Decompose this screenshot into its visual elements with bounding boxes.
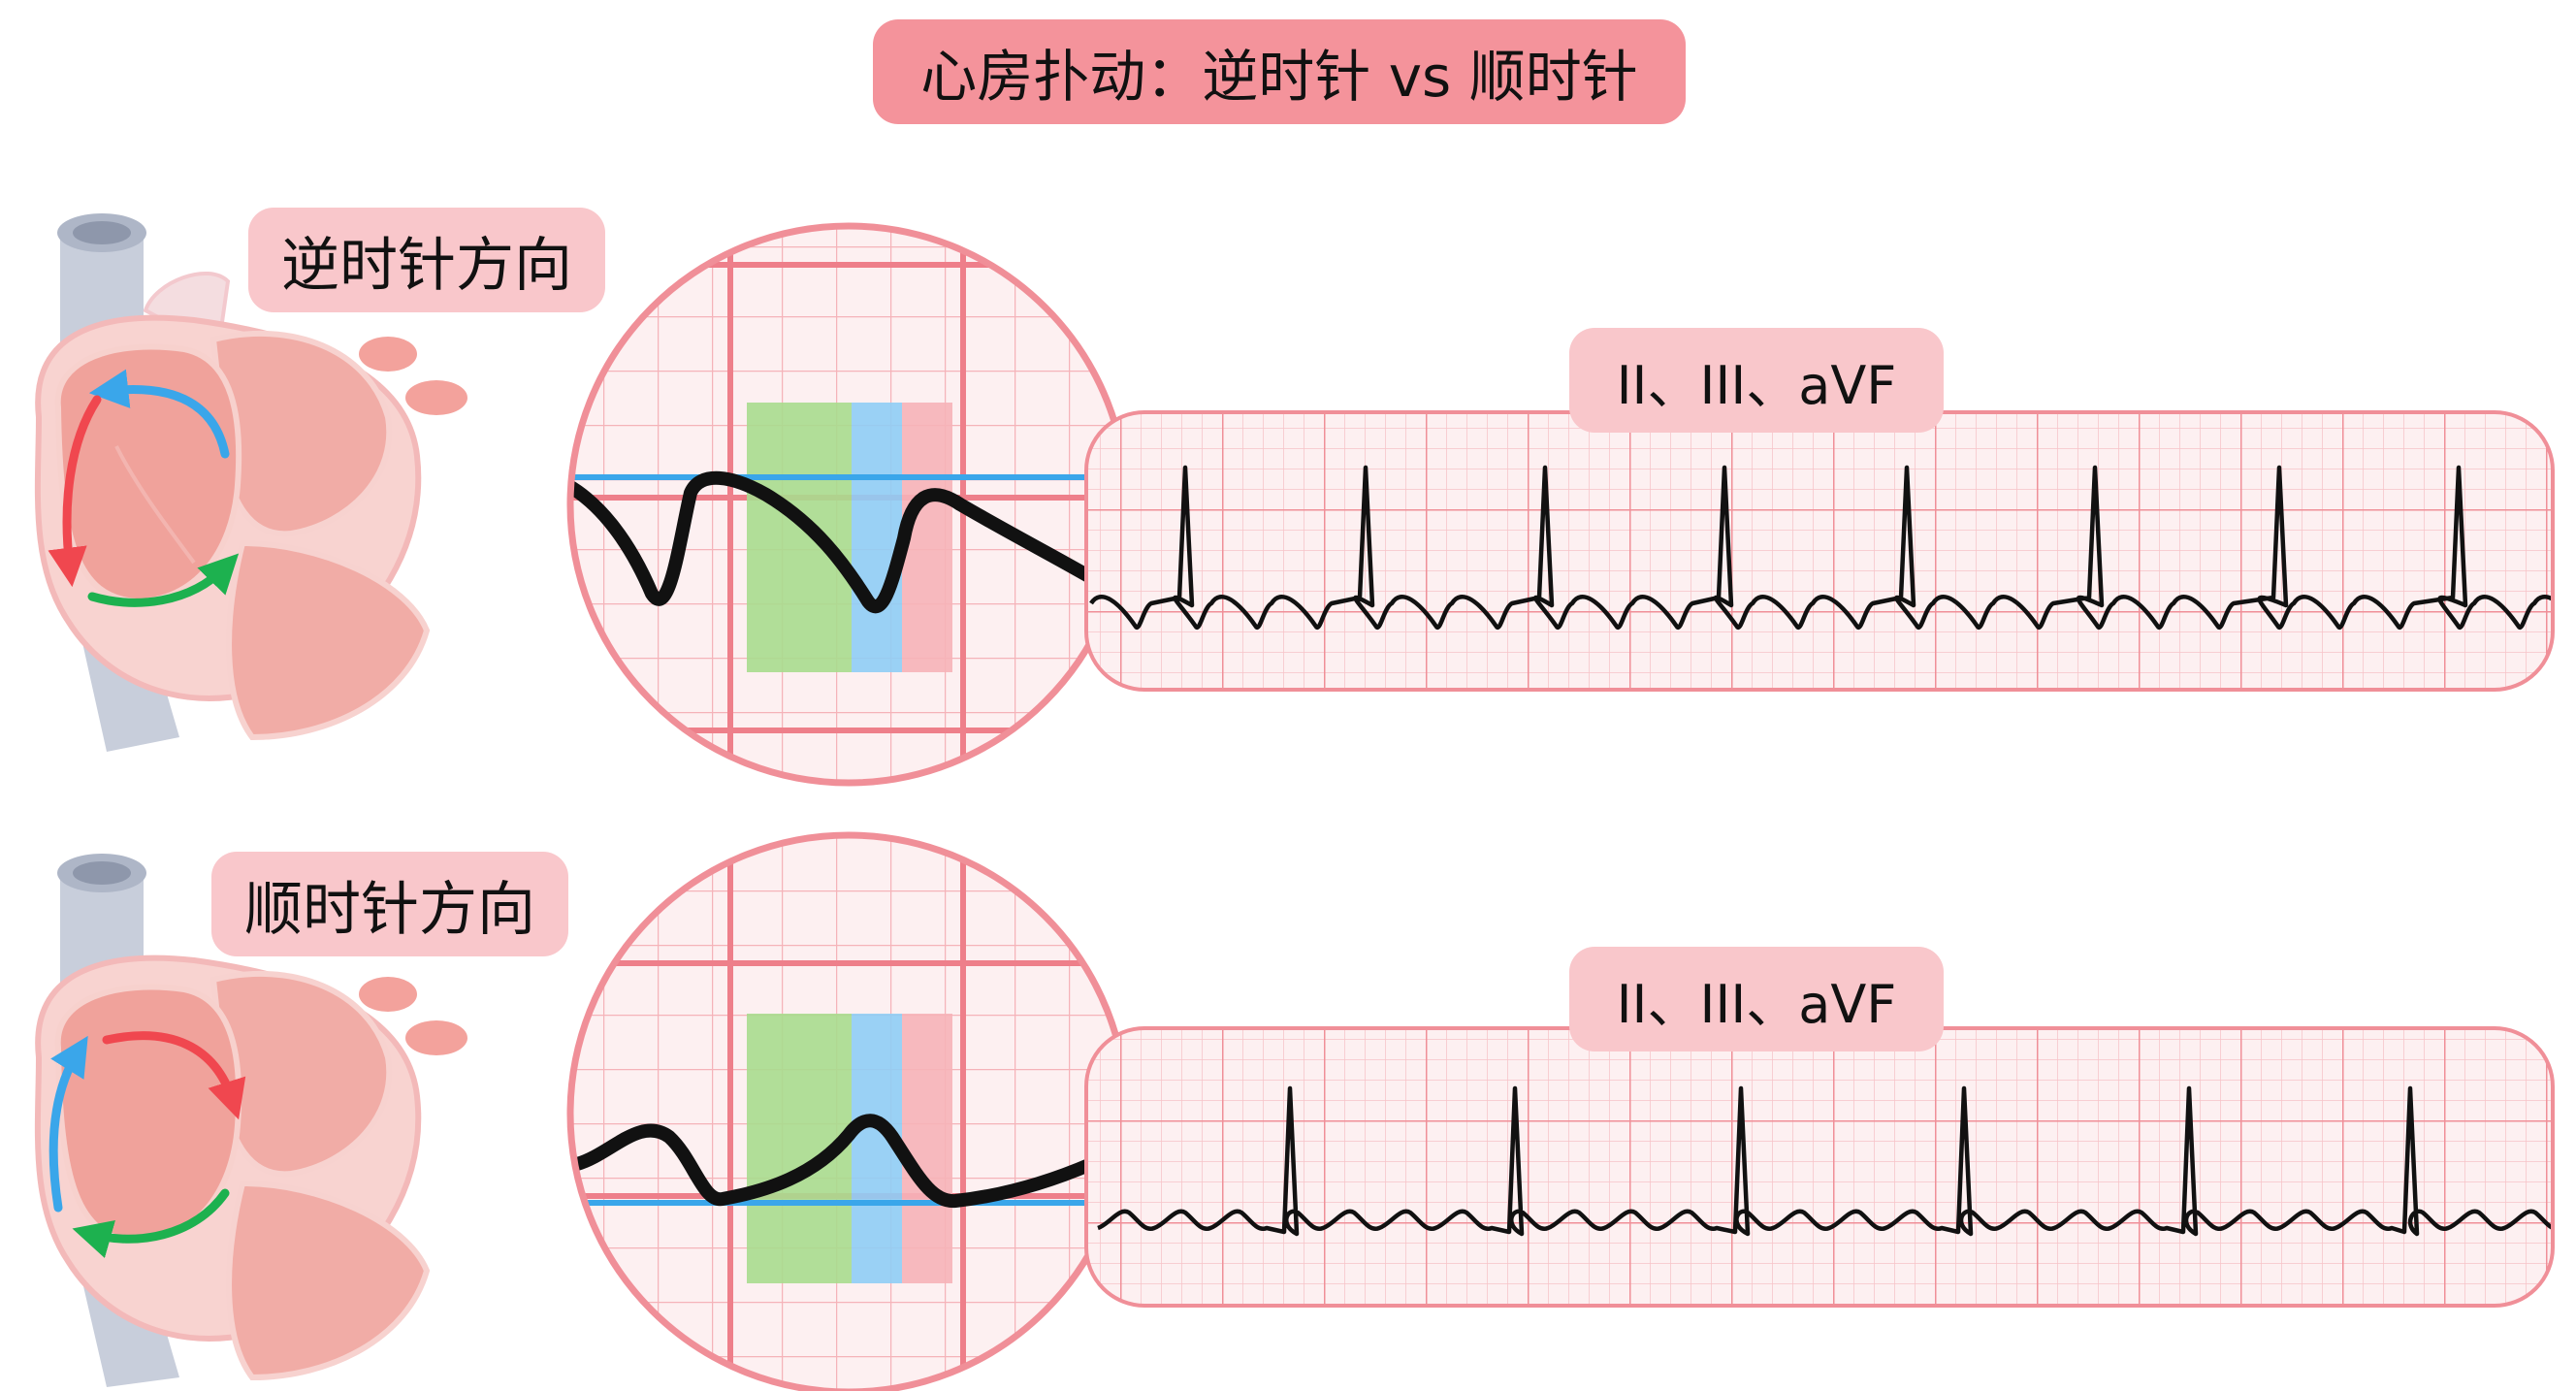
ecg-strip-counterclockwise <box>1084 410 2555 692</box>
band-pink <box>902 1014 952 1283</box>
band-blue <box>852 403 902 672</box>
band-green <box>747 403 852 672</box>
magnified-flutter-wave <box>570 470 1119 614</box>
magnified-ecg-clockwise <box>566 831 1131 1391</box>
direction-label-counterclockwise: 逆时针方向 <box>248 208 605 312</box>
lead-label-clockwise: II、III、aVF <box>1569 947 1944 1051</box>
ecg-trace <box>1089 465 2553 631</box>
lead-label-counterclockwise: II、III、aVF <box>1569 328 1944 433</box>
heart-illustration-counterclockwise <box>34 213 467 752</box>
ecg-strip-clockwise <box>1084 1026 2555 1308</box>
direction-label-clockwise: 顺时针方向 <box>211 852 568 956</box>
magnified-flutter-wave <box>574 1114 1125 1209</box>
ecg-trace <box>1097 1085 2553 1237</box>
page-title: 心房扑动：逆时针 vs 顺时针 <box>873 19 1686 124</box>
heart-illustration-clockwise <box>34 854 467 1387</box>
magnified-ecg-counterclockwise <box>566 222 1131 787</box>
